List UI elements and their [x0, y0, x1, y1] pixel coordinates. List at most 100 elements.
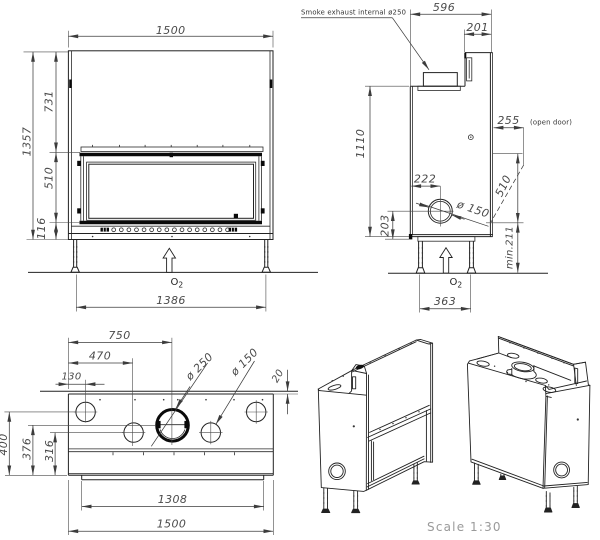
door-top-latch: [169, 152, 173, 158]
door-hinge-left-top: [77, 160, 81, 166]
smoke-exhaust-callout: Smoke exhaust internal ø250: [301, 9, 430, 71]
side-air-hole: [387, 186, 454, 227]
iso-front-door-sill: [366, 455, 425, 488]
door-frame: [77, 152, 265, 225]
iso-front-top-left-edges: [317, 364, 368, 390]
iso-back-upstand: [497, 336, 586, 386]
dim-side-flue: 201: [466, 21, 488, 34]
door-rail: [80, 146, 264, 152]
iso-back-bottom-inner: [471, 458, 588, 487]
o2-label-side: O2: [450, 277, 463, 289]
iso-front-flue-oval: [355, 364, 364, 370]
top-dimensions: 750 470 130 ø 250 ø 150 20: [0, 329, 298, 535]
dim-side-min-clearance: min.211: [505, 226, 516, 269]
o2-air-arrow-front: [162, 247, 177, 273]
iso-back-outline: [466, 336, 591, 489]
iso-front-left-arris: [365, 373, 369, 491]
front-right-edge-mark: [269, 79, 273, 88]
iso-back-upstand-slot: [574, 367, 579, 385]
dim-plan-hole2-x: 470: [89, 350, 111, 363]
o2-label-front: O2: [171, 277, 184, 289]
dim-front-base: 116: [35, 217, 48, 239]
dim-plan-width: 1500: [157, 518, 187, 531]
front-body-outline: [67, 50, 274, 240]
vent-end-marks: [100, 227, 238, 232]
dim-front-total-height: 1357: [21, 127, 34, 157]
plan-ledge: [81, 475, 265, 481]
door-hinge-left-bottom: [77, 208, 81, 214]
iso-back-oval-4: [542, 386, 557, 393]
plan-band-ticks: [112, 452, 235, 456]
dim-plan-exhaust-x: 750: [108, 329, 130, 342]
dim-side-feet-span: 363: [434, 295, 456, 308]
dim-front-glass: 510: [43, 167, 56, 189]
iso-front-top-oval: [327, 384, 342, 391]
vent-strip: [68, 225, 273, 238]
plan-hole-label: ø 150: [227, 346, 260, 379]
side-legs: [415, 241, 477, 274]
iso-back-oval-1: [476, 360, 490, 367]
plan-exhaust-hole: [155, 408, 190, 443]
iso-front-outline: [317, 339, 434, 492]
side-view: O2 Smoke exhaust internal ø250 596 201 1…: [301, 1, 572, 313]
iso-front-flue-side: [348, 369, 368, 394]
flue-corner-mark: [464, 52, 467, 59]
iso-back-collar-tab: [506, 368, 513, 375]
iso-back-collar: [506, 361, 537, 380]
door-rail-ticks: [92, 144, 251, 147]
door-hinge-right-top: [260, 160, 265, 166]
iso-back-legs: [472, 462, 580, 513]
dim-side-door-height: 510: [493, 173, 514, 199]
plan-exhaust-label: ø 250: [182, 350, 215, 383]
dim-front-upper: 731: [43, 90, 56, 112]
o2-air-arrow-side: [438, 246, 454, 274]
iso-view-front: [317, 339, 434, 514]
iso-front-lever: [352, 376, 357, 390]
front-legs: [70, 239, 272, 273]
front-view: O2 1500 1357 731 510 116 1386: [21, 24, 318, 312]
side-leg-rear: [466, 241, 477, 274]
door-hinge-right-bottom: [260, 208, 265, 214]
damper-lever: [466, 57, 473, 82]
dim-front-width: 1500: [156, 24, 186, 37]
side-base-plate: [417, 236, 476, 242]
iso-front-side-hole: [328, 462, 346, 481]
dim-front-feet-span: 1386: [156, 294, 186, 307]
side-hole-label: ø 150: [454, 197, 491, 220]
side-leg-front: [415, 241, 426, 274]
door-glass-frame: [86, 161, 257, 221]
side-bolt: [467, 134, 474, 141]
door-glass: [88, 163, 254, 219]
open-door-note: (open door): [530, 119, 572, 127]
dim-plan-wall-gap: 20: [270, 368, 286, 385]
smoke-collar: [422, 72, 458, 87]
dim-side-depth: 596: [433, 1, 455, 14]
iso-back-top-face: [468, 352, 591, 398]
iso-back-arris: [542, 395, 548, 489]
iso-front-top-face: [317, 388, 367, 396]
vent-holes: [111, 227, 230, 233]
iso-back-side-hole: [553, 461, 570, 479]
dim-plan-ledge: 1308: [158, 493, 188, 506]
iso-view-back: [466, 336, 591, 513]
front-dimensions: 1500 1357 731 510 116 1386: [21, 24, 274, 312]
dim-side-height: 1110: [354, 129, 367, 159]
dim-side-hole-x: 222: [414, 173, 436, 186]
smoke-collar-flange: [417, 85, 461, 91]
front-left-edge-mark: [69, 79, 72, 88]
iso-back-oval-3: [535, 377, 548, 384]
iso-back-oval-2: [507, 352, 520, 359]
iso-front-door-jambs: [370, 410, 427, 482]
dim-plan-hole1-x: 130: [62, 371, 82, 382]
side-dimensions: 596 201 1110 255 (open door) 510 min.211: [354, 1, 572, 313]
door-handle: [233, 213, 238, 218]
front-leg-left: [70, 239, 81, 273]
side-body: [408, 52, 494, 242]
iso-front-legs: [321, 462, 420, 514]
smoke-exhaust-note: Smoke exhaust internal ø250: [301, 9, 406, 17]
dim-plan-depth-exhaust: 376: [21, 438, 34, 460]
iso-front-door-rails: [367, 404, 432, 442]
side-bottom-corner-mark: [408, 234, 413, 240]
